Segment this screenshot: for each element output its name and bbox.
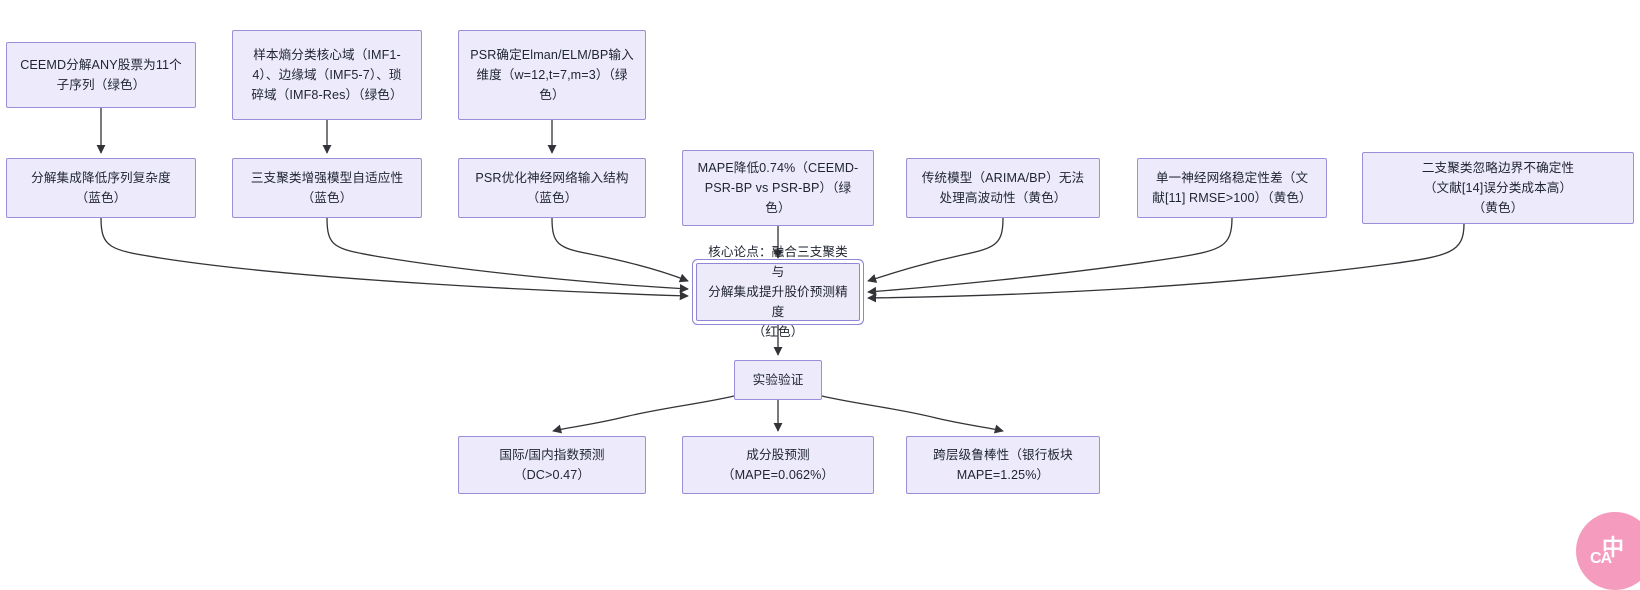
node-traditional-model-label: 传统模型（ARIMA/BP）无法 处理高波动性（黄色） [921,171,1085,205]
watermark-primary-text: 中 [1601,535,1624,560]
node-component-stock-label: 成分股预测 （MAPE=0.062%） [721,448,835,482]
node-single-nn[interactable]: 单一神经网络稳定性差（文 献[11] RMSE>100）（黄色） [1137,158,1327,218]
node-ceemd-label: CEEMD分解ANY股票为11个 子序列（绿色） [20,58,182,92]
node-component-stock[interactable]: 成分股预测 （MAPE=0.062%） [682,436,874,494]
node-psr-dim[interactable]: PSR确定Elman/ELM/BP输入 维度（w=12,t=7,m=3）（绿 色… [458,30,646,120]
edge-single-nn-to-core [867,217,1233,296]
edge-traditional-to-core [867,217,1004,283]
node-psr-dim-label: PSR确定Elman/ELM/BP输入 维度（w=12,t=7,m=3）（绿 色… [470,48,634,102]
node-mape-drop[interactable]: MAPE降低0.74%（CEEMD- PSR-BP vs PSR-BP）（绿 色… [682,150,874,226]
node-sample-entropy-label: 样本熵分类核心域（IMF1- 4）、边缘域（IMF5-7）、琐 碎域（IMF8-… [251,48,403,102]
node-complexity[interactable]: 分解集成降低序列复杂度 （蓝色） [6,158,196,218]
node-two-way-cluster-label: 二支聚类忽略边界不确定性 （文献[14]误分类成本高） （黄色） [1421,161,1575,215]
node-cross-level-robustness[interactable]: 跨层级鲁棒性（银行板块 MAPE=1.25%） [906,436,1100,494]
node-traditional-model[interactable]: 传统模型（ARIMA/BP）无法 处理高波动性（黄色） [906,158,1100,218]
edge-two-way-to-core [867,223,1465,303]
edge-complexity-to-core [100,217,689,301]
node-mape-drop-label: MAPE降低0.74%（CEEMD- PSR-BP vs PSR-BP）（绿 色… [697,161,859,215]
node-psr-structure[interactable]: PSR优化神经网络输入结构 （蓝色） [458,158,646,218]
node-three-way-cluster-label: 三支聚类增强模型自适应性 （蓝色） [250,171,404,205]
node-three-way-cluster[interactable]: 三支聚类增强模型自适应性 （蓝色） [232,158,422,218]
node-experiment-validation[interactable]: 实验验证 [734,360,822,400]
flowchart-canvas: CEEMD分解ANY股票为11个 子序列（绿色） 样本熵分类核心域（IMF1- … [6,30,1640,590]
node-index-forecast[interactable]: 国际/国内指数预测 （DC>0.47） [458,436,646,494]
node-single-nn-label: 单一神经网络稳定性差（文 献[11] RMSE>100）（黄色） [1152,171,1312,205]
node-index-forecast-label: 国际/国内指数预测 （DC>0.47） [499,448,605,482]
edge-three-way-to-core [326,217,689,294]
node-experiment-validation-label: 实验验证 [752,373,804,387]
edge-experiment-to-index [552,395,735,434]
node-core-thesis-label: 核心论点：融合三支聚类与 分解集成提升股价预测精度 （红色） [708,245,848,339]
edge-experiment-to-crosslevel [821,395,1004,434]
edge-psr-structure-to-core [551,217,689,283]
node-sample-entropy[interactable]: 样本熵分类核心域（IMF1- 4）、边缘域（IMF5-7）、琐 碎域（IMF8-… [232,30,422,120]
node-cross-level-robustness-label: 跨层级鲁棒性（银行板块 MAPE=1.25%） [933,448,1073,482]
node-complexity-label: 分解集成降低序列复杂度 （蓝色） [31,171,171,205]
node-two-way-cluster[interactable]: 二支聚类忽略边界不确定性 （文献[14]误分类成本高） （黄色） [1362,152,1634,224]
node-psr-structure-label: PSR优化神经网络输入结构 （蓝色） [475,171,629,205]
watermark-badge: 中 CA [1576,512,1640,590]
node-core-thesis[interactable]: 核心论点：融合三支聚类与 分解集成提升股价预测精度 （红色） [696,245,860,339]
node-ceemd[interactable]: CEEMD分解ANY股票为11个 子序列（绿色） [6,42,196,108]
watermark-secondary-text: CA [1590,550,1612,567]
